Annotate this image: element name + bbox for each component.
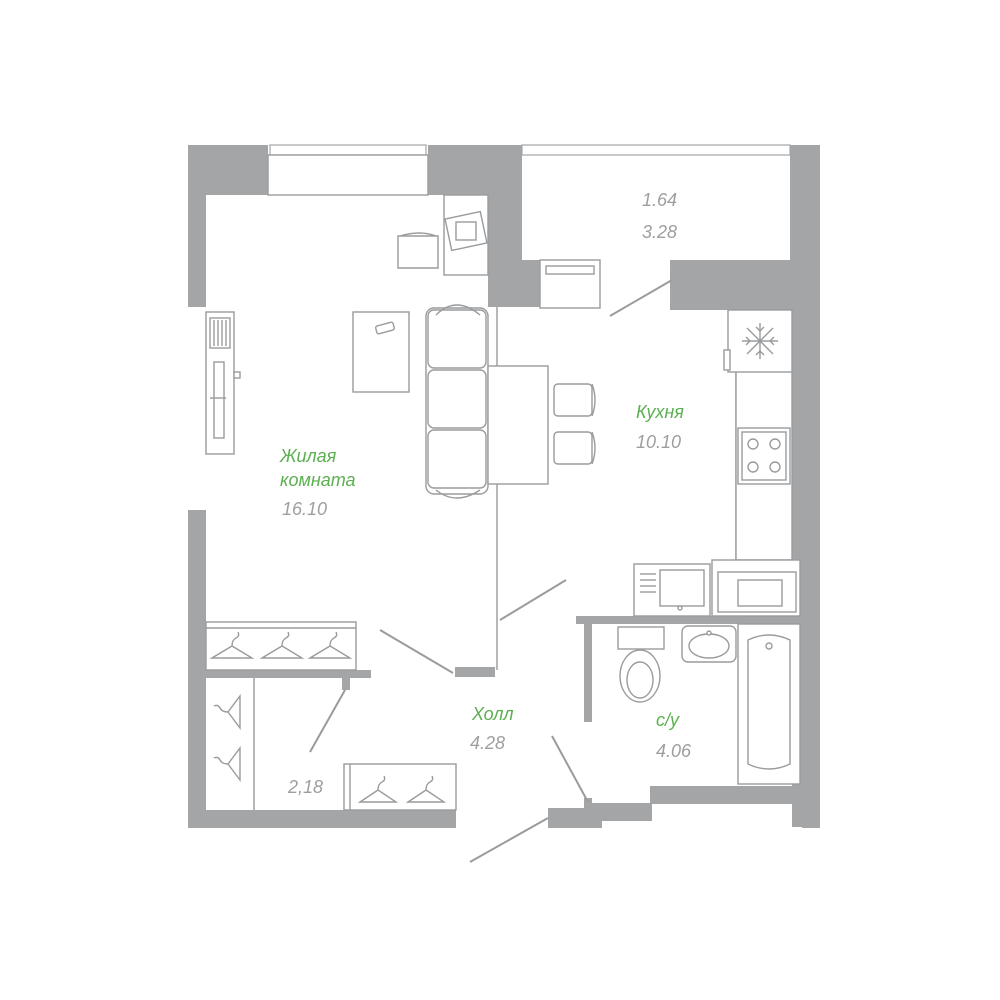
kitchen-area: 10.10 [636, 432, 681, 452]
wall-bottom-left [188, 810, 456, 828]
wall-kitchen-bath [576, 616, 792, 624]
wardrobe-hall [343, 763, 457, 811]
kitchen-furniture [487, 259, 801, 617]
windows [269, 144, 791, 156]
microwave-icon [633, 563, 711, 617]
wall-bath-door-post [584, 798, 592, 808]
kitchen-name: Кухня [636, 402, 684, 422]
sink-icon [681, 625, 737, 663]
door-bathroom [551, 735, 589, 803]
door-living [379, 629, 454, 674]
door-balcony [609, 279, 673, 317]
wall-balcony-left [488, 145, 522, 307]
living-room-name-2: комната [280, 470, 356, 490]
window-living [269, 144, 427, 156]
hanger-icon [213, 745, 241, 783]
living-room-name-1: Жилая [279, 446, 337, 466]
bathroom-furniture [617, 623, 801, 785]
living-room-area: 16.10 [282, 499, 327, 519]
wall-bath-left [584, 624, 592, 722]
labels: 1.64 3.28 Жилая комната 16.10 Кухня 10.1… [279, 190, 692, 797]
hangers [209, 631, 457, 811]
door-kitchen-hall [499, 579, 567, 621]
oven-icon [711, 559, 801, 617]
bathtub-icon [737, 623, 801, 785]
hanger-icon [357, 775, 399, 803]
hall-area: 4.28 [470, 733, 505, 753]
living-furniture [205, 154, 489, 671]
hall-name: Холл [471, 704, 514, 724]
wall-left-corner [188, 145, 268, 195]
bathroom-area: 4.06 [656, 741, 692, 761]
wall-balcony-left-bottom [520, 260, 542, 307]
balcony-area-1: 1.64 [642, 190, 677, 210]
closet-area: 2,18 [287, 777, 323, 797]
window-balcony [521, 144, 791, 156]
tv-icon [205, 311, 241, 455]
wall-living-stub [455, 667, 495, 677]
phone-icon [375, 321, 395, 335]
wall-left-mid [188, 510, 206, 828]
radiator-icon [267, 154, 429, 196]
bathroom-name: с/у [656, 710, 680, 730]
chair-icon [553, 431, 596, 465]
door-entrance [469, 817, 549, 863]
walls [188, 145, 820, 828]
balcony-area-2: 3.28 [642, 222, 677, 242]
toilet-icon [617, 626, 665, 703]
wall-living-hall-partition [206, 670, 371, 678]
stove-icon [737, 427, 791, 485]
dining-table [487, 365, 549, 485]
hanger-icon [405, 775, 447, 803]
wall-bottom-right [548, 808, 602, 828]
doors [309, 279, 673, 863]
wall-closet-divider [342, 678, 350, 690]
wall-kitchen-top [670, 260, 820, 310]
hanger-icon [259, 631, 305, 659]
wall-bath-bottom-right [650, 786, 820, 804]
sofa-icon [425, 304, 489, 499]
chair-icon [553, 383, 596, 417]
table-icon [352, 311, 410, 393]
door-closet [309, 689, 346, 753]
wall-bath-bottom [590, 803, 652, 821]
hanger-icon [307, 631, 353, 659]
wall-right-bottom-corner [802, 786, 820, 828]
hanger-icon [209, 631, 255, 659]
hanger-icon [213, 693, 241, 731]
chair-icon [397, 232, 439, 269]
snowflake-icon [742, 323, 778, 359]
